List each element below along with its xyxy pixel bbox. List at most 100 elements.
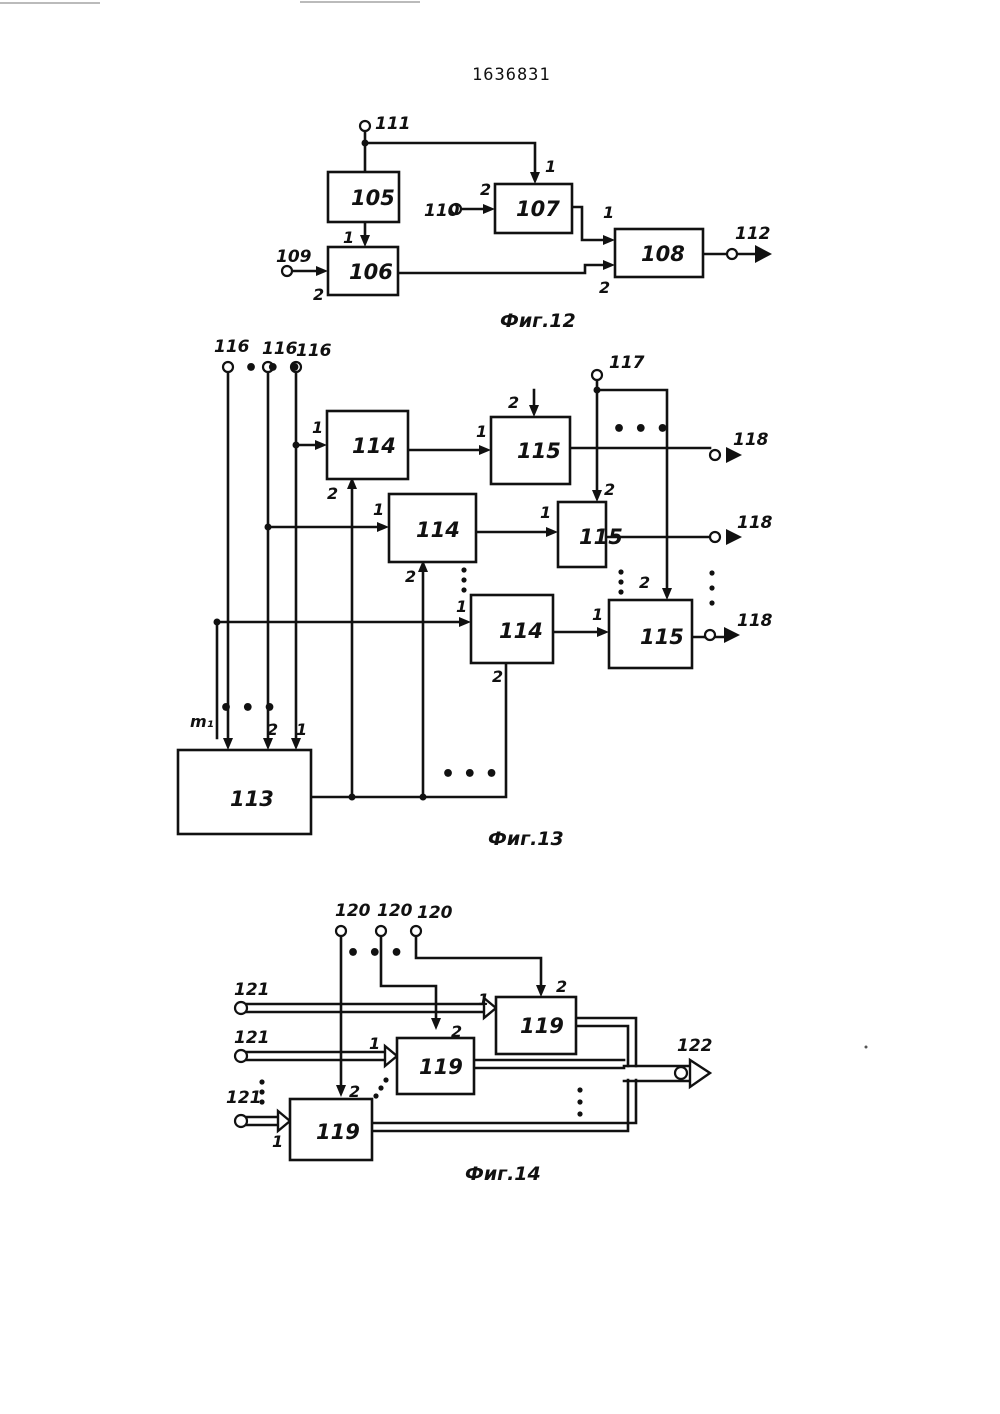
block-119-label: 119	[520, 1014, 564, 1038]
fig13-junction	[349, 794, 356, 801]
fig13-arrow	[592, 490, 602, 502]
vertical-ellipsis-dot	[618, 569, 623, 574]
port-label: 1	[296, 720, 307, 739]
block-108-label: 108	[641, 242, 685, 266]
fig13-junction	[420, 794, 427, 801]
fig14-output-arrow	[690, 1060, 710, 1087]
terminal-117-label: 117	[609, 353, 645, 373]
terminal-120	[411, 926, 421, 936]
terminal-110-label: 110	[424, 201, 460, 221]
vertical-ellipsis-dot	[709, 585, 714, 590]
port-label: 2	[349, 1082, 360, 1101]
figure-12: 105 106 107 108 111 110 109 112 1 2 1 2 …	[276, 114, 772, 332]
fig13-arrow	[223, 738, 233, 750]
ellipsis-inputs: • • •	[244, 356, 302, 381]
fig13-arrow	[529, 405, 539, 417]
fig14-arrow	[431, 1018, 441, 1030]
fig14-bus-arrow	[385, 1046, 397, 1066]
fig14-bus	[247, 1117, 278, 1125]
fig14-bus	[247, 1004, 484, 1012]
block-119-label: 119	[419, 1055, 463, 1079]
ellipsis-control-inputs: • • •	[346, 941, 404, 966]
block-115-label: 115	[640, 625, 684, 649]
block-105-label: 105	[351, 186, 395, 210]
port-label: 2	[492, 667, 503, 686]
diagonal-ellipsis-dot	[383, 1077, 388, 1082]
ellipsis-bus: • • •	[441, 762, 499, 787]
fig13-junction	[265, 524, 272, 531]
fig14-bus	[474, 1060, 624, 1068]
fig13-arrow	[377, 522, 389, 532]
terminal-109-label: 109	[276, 247, 312, 267]
port-label: 1	[545, 157, 556, 176]
terminal-117	[592, 370, 602, 380]
port-label: 1	[343, 228, 354, 247]
fig13-arrow	[315, 440, 327, 450]
terminal-120	[376, 926, 386, 936]
terminal-118-label: 118	[733, 430, 769, 450]
block-114-label: 114	[352, 434, 396, 458]
port-label: 1	[456, 597, 467, 616]
vertical-ellipsis-dot	[577, 1087, 582, 1092]
terminal-121	[235, 1050, 247, 1062]
fig12-arrow	[603, 260, 615, 270]
vertical-ellipsis-dot	[461, 577, 466, 582]
terminal-121-label: 121	[226, 1088, 262, 1108]
ellipsis-113-inputs: • • •	[219, 696, 277, 721]
fig12-arrow	[603, 235, 615, 245]
terminal-118-label: 118	[737, 513, 773, 533]
vertical-ellipsis-dot	[259, 1089, 264, 1094]
port-label: 2	[604, 480, 615, 499]
port-label: m₁	[190, 712, 214, 731]
fig12-arrow	[360, 235, 370, 247]
terminal-118	[710, 532, 720, 542]
terminal-116	[223, 362, 233, 372]
fig13-arrow	[662, 588, 672, 600]
document-number: 1636831	[472, 65, 551, 85]
block-115-label: 115	[517, 439, 561, 463]
fig12-arrow	[316, 266, 328, 276]
fig14-bus	[247, 1052, 385, 1060]
port-label: 2	[267, 720, 278, 739]
figure-14-caption: Фиг.14	[465, 1163, 541, 1185]
port-label: 2	[508, 393, 519, 412]
port-label: 2	[313, 285, 324, 304]
port-label: 1	[272, 1132, 283, 1151]
block-115-label: 115	[579, 525, 623, 549]
terminal-120-label: 120	[417, 903, 453, 923]
fig14-arrow	[336, 1085, 346, 1097]
port-label: 1	[603, 203, 614, 222]
fig14-arrow	[536, 985, 546, 997]
fig12-junction	[362, 140, 369, 147]
terminal-118	[705, 630, 715, 640]
terminal-109	[282, 266, 292, 276]
fig13-junction	[594, 387, 601, 394]
port-label: 2	[405, 567, 416, 586]
fig13-junction	[293, 442, 300, 449]
terminal-112	[727, 249, 737, 259]
fig12-arrow	[530, 172, 540, 184]
terminal-120-label: 120	[377, 901, 413, 921]
terminal-121-label: 121	[234, 980, 270, 1000]
figure-13: 114 114 114 115 115 115 113 116 116 116 …	[178, 337, 773, 850]
terminal-118-label: 118	[737, 611, 773, 631]
terminal-122	[675, 1067, 687, 1079]
terminal-120	[336, 926, 346, 936]
fig13-arrow	[597, 627, 609, 637]
port-label: 2	[599, 278, 610, 297]
figure-12-caption: Фиг.12	[500, 310, 576, 332]
fig13-arrow	[479, 445, 491, 455]
block-119-label: 119	[316, 1120, 360, 1144]
block-106-label: 106	[349, 260, 393, 284]
fig13-arrow	[459, 617, 471, 627]
fig12-output-arrow	[755, 245, 772, 263]
terminal-111-label: 111	[375, 114, 411, 134]
vertical-ellipsis-dot	[259, 1099, 264, 1104]
fig13-junction	[214, 619, 221, 626]
block-113-label: 113	[230, 787, 274, 811]
port-label: 1	[369, 1034, 380, 1053]
terminal-111	[360, 121, 370, 131]
figure-14: 119 119 119 120 120 120 121 121 121 122 …	[226, 901, 713, 1185]
